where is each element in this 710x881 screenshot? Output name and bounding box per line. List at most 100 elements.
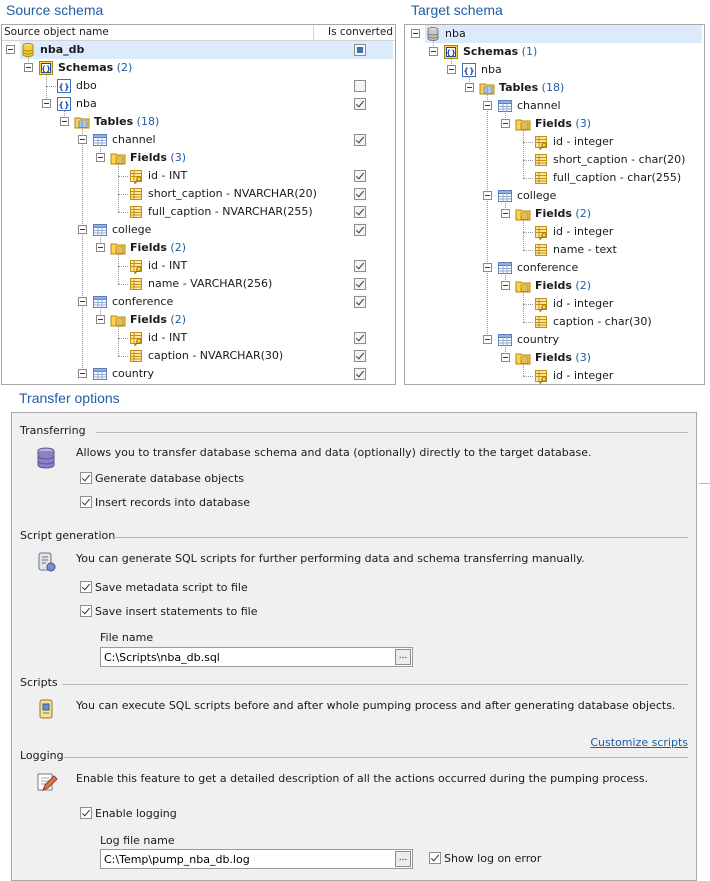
collapse-toggle-icon[interactable] — [78, 225, 87, 234]
tree-row[interactable]: college — [405, 187, 704, 205]
tree-row[interactable]: conference — [2, 293, 395, 311]
is-converted-checkbox[interactable] — [354, 260, 366, 272]
insert-records-checkbox[interactable]: Insert records into database — [80, 495, 280, 511]
tree-row[interactable]: {}nba — [2, 95, 395, 113]
tree-row[interactable]: {}nba — [405, 61, 704, 79]
tree-row[interactable]: country — [2, 365, 395, 383]
enable-logging-checkbox[interactable]: Enable logging — [80, 806, 280, 822]
collapse-toggle-icon[interactable] — [411, 29, 420, 38]
collapse-toggle-icon[interactable] — [501, 353, 510, 362]
tree-row[interactable]: caption - char(30) — [405, 313, 704, 331]
collapse-toggle-icon[interactable] — [6, 45, 15, 54]
tree-row[interactable]: id - integer — [405, 223, 704, 241]
generate-database-objects-box[interactable] — [80, 472, 92, 484]
tree-row[interactable]: name - VARCHAR(256) — [2, 275, 395, 293]
is-converted-checkbox[interactable] — [354, 206, 366, 218]
is-converted-checkbox[interactable] — [354, 278, 366, 290]
collapse-toggle-icon[interactable] — [60, 117, 69, 126]
tree-row[interactable]: Fields (3) — [405, 349, 704, 367]
column-is-converted[interactable]: Is converted — [328, 26, 393, 38]
collapse-toggle-icon[interactable] — [42, 99, 51, 108]
tree-row[interactable]: Fields (2) — [405, 205, 704, 223]
tree-row[interactable]: id - integer — [405, 367, 704, 384]
is-converted-checkbox[interactable] — [354, 296, 366, 308]
tree-row[interactable]: {}Schemas (2) — [2, 59, 395, 77]
collapse-toggle-icon[interactable] — [78, 135, 87, 144]
tree-row[interactable]: name - text — [405, 241, 704, 259]
tree-row[interactable]: id - INT — [2, 167, 395, 185]
log-file-browse-button[interactable]: ... — [395, 851, 411, 867]
collapse-toggle-icon[interactable] — [78, 297, 87, 306]
tree-row[interactable]: Tables (18) — [2, 113, 395, 131]
collapse-toggle-icon[interactable] — [483, 101, 492, 110]
save-metadata-script-box[interactable] — [80, 581, 92, 593]
tree-row[interactable]: Fields (2) — [405, 277, 704, 295]
tree-row[interactable]: short_caption - NVARCHAR(20) — [2, 185, 395, 203]
tree-row[interactable]: id - INT — [2, 329, 395, 347]
log-file-name-input[interactable] — [101, 850, 391, 868]
tree-row[interactable]: full_caption - char(255) — [405, 169, 704, 187]
is-converted-checkbox[interactable] — [354, 98, 366, 110]
tree-row[interactable]: {}dbo — [2, 77, 395, 95]
tree-row[interactable]: college — [2, 221, 395, 239]
is-converted-checkbox[interactable] — [354, 134, 366, 146]
collapse-toggle-icon[interactable] — [501, 281, 510, 290]
tree-row[interactable]: conference — [405, 259, 704, 277]
insert-records-box[interactable] — [80, 496, 92, 508]
save-insert-statements-checkbox[interactable]: Save insert statements to file — [80, 604, 280, 620]
is-converted-checkbox[interactable] — [354, 368, 366, 380]
save-insert-statements-box[interactable] — [80, 605, 92, 617]
collapse-toggle-icon[interactable] — [96, 153, 105, 162]
tree-row[interactable]: Fields (3) — [405, 115, 704, 133]
tree-row[interactable]: id - integer — [405, 295, 704, 313]
save-metadata-script-checkbox[interactable]: Save metadata script to file — [80, 580, 280, 596]
collapse-toggle-icon[interactable] — [429, 47, 438, 56]
file-name-input[interactable] — [101, 648, 391, 666]
collapse-toggle-icon[interactable] — [483, 191, 492, 200]
tree-row[interactable]: caption - NVARCHAR(30) — [2, 347, 395, 365]
collapse-toggle-icon[interactable] — [24, 63, 33, 72]
tree-row[interactable]: {}Schemas (1) — [405, 43, 704, 61]
file-name-browse-button[interactable]: ... — [395, 649, 411, 665]
collapse-toggle-icon[interactable] — [501, 209, 510, 218]
is-converted-checkbox[interactable] — [354, 224, 366, 236]
tree-row[interactable]: id - integer — [405, 133, 704, 151]
generate-database-objects-checkbox[interactable]: Generate database objects — [80, 471, 280, 487]
show-log-on-error-box[interactable] — [429, 852, 441, 864]
tree-row[interactable]: short_caption - char(20) — [405, 151, 704, 169]
collapse-toggle-icon[interactable] — [78, 369, 87, 378]
collapse-toggle-icon[interactable] — [447, 65, 456, 74]
tree-row[interactable]: Fields (3) — [2, 149, 395, 167]
collapse-toggle-icon[interactable] — [465, 83, 474, 92]
tree-row[interactable]: Fields (2) — [2, 239, 395, 257]
tree-row[interactable]: channel — [405, 97, 704, 115]
is-converted-checkbox[interactable] — [354, 332, 366, 344]
column-source-object-name[interactable]: Source object name — [4, 26, 109, 38]
is-converted-checkbox[interactable] — [354, 188, 366, 200]
tree-row[interactable]: Fields (2) — [2, 311, 395, 329]
collapse-toggle-icon[interactable] — [483, 335, 492, 344]
is-converted-checkbox[interactable] — [354, 44, 366, 56]
tree-row[interactable]: id - INT — [2, 257, 395, 275]
tree-row[interactable]: Tables (18) — [405, 79, 704, 97]
tree-row[interactable]: nba — [411, 25, 702, 43]
collapse-toggle-icon[interactable] — [96, 315, 105, 324]
is-converted-checkbox[interactable] — [354, 350, 366, 362]
tree-row[interactable]: channel — [2, 131, 395, 149]
source-tree[interactable]: Source object name Is converted nba_db{}… — [1, 24, 396, 385]
customize-scripts-link[interactable]: Customize scripts — [590, 736, 688, 749]
is-converted-checkbox[interactable] — [354, 170, 366, 182]
collapse-toggle-icon[interactable] — [96, 243, 105, 252]
tree-row[interactable]: country — [405, 331, 704, 349]
file-name-field[interactable]: ... — [100, 647, 413, 667]
is-converted-checkbox[interactable] — [354, 80, 366, 92]
enable-logging-box[interactable] — [80, 807, 92, 819]
log-file-name-field[interactable]: ... — [100, 849, 413, 869]
collapse-toggle-icon[interactable] — [501, 119, 510, 128]
show-log-on-error-checkbox[interactable]: Show log on error — [429, 851, 629, 867]
collapse-toggle-icon[interactable] — [483, 263, 492, 272]
tree-row[interactable]: nba_db — [6, 41, 393, 59]
tree-row[interactable]: full_caption - NVARCHAR(255) — [2, 203, 395, 221]
fields-folder-icon — [515, 350, 531, 366]
